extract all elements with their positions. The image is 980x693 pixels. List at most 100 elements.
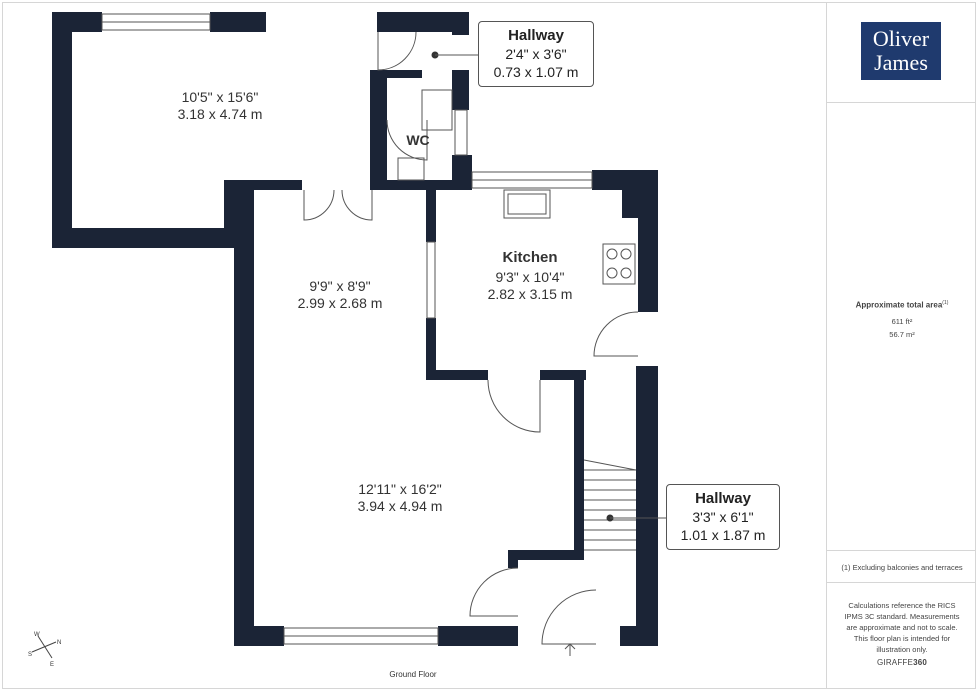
wall	[508, 550, 518, 568]
wall	[452, 12, 469, 35]
door-swing	[487, 379, 541, 433]
room-dim-imperial: 12'11" x 16'2"	[358, 481, 442, 497]
room-dim-metric: 2.99 x 2.68 m	[297, 295, 383, 311]
window	[426, 241, 436, 319]
compass-s: S	[28, 652, 32, 658]
excluding-note: (1) Excluding balconies and terraces	[841, 563, 963, 572]
door-swing	[541, 589, 597, 645]
callout-dim-imperial: 3'3" x 6'1"	[692, 509, 754, 525]
disclaimer: Calculations reference the RICS IPMS 3C …	[844, 601, 960, 654]
compass-w: W	[34, 632, 40, 638]
area-ft: 611 ft²	[891, 316, 913, 326]
door-swing	[593, 311, 639, 357]
sidebar: Oliver James Approximate total area(1) 6…	[826, 2, 976, 689]
wc-name: WC	[406, 132, 430, 148]
compass-n: N	[57, 640, 61, 646]
hob-ring	[606, 248, 618, 260]
wall	[426, 318, 436, 380]
room-dim-imperial: 9'9" x 8'9"	[309, 278, 371, 294]
compass: W N S E	[26, 628, 66, 668]
entry-arrow	[564, 643, 576, 656]
wall	[452, 70, 469, 110]
wall	[620, 626, 658, 646]
callout-leaders	[435, 54, 666, 519]
area-m: 56.7 m²	[889, 329, 915, 339]
divider	[827, 550, 976, 551]
floor-label: Ground Floor	[389, 670, 437, 679]
door-swing	[377, 31, 417, 71]
wall	[234, 626, 284, 646]
wall	[52, 12, 72, 248]
hob	[602, 243, 636, 285]
room-label-bottom: 12'11" x 16'2" 3.94 x 4.94 m	[320, 481, 480, 515]
brand-part1: GIRAFFE	[876, 658, 914, 667]
room-dim-imperial: 10'5" x 15'6"	[181, 89, 259, 105]
wc-basin	[421, 89, 453, 131]
area-footnote-marker: (1)	[942, 300, 949, 306]
kitchen-sink-bowl	[507, 193, 547, 215]
wall	[372, 180, 472, 190]
wall	[438, 626, 518, 646]
door-swing	[469, 567, 519, 617]
callout-title: Hallway	[508, 27, 564, 44]
compass-e: E	[50, 662, 54, 668]
callout-dim-metric: 0.73 x 1.07 m	[493, 64, 579, 80]
brand-logo: Oliver James	[861, 22, 941, 80]
wc-toilet	[397, 157, 425, 181]
wall	[452, 155, 472, 190]
room-label-middle: 9'9" x 8'9" 2.99 x 2.68 m	[260, 278, 420, 312]
doors	[303, 31, 639, 656]
brand-footer: GIRAFFE360	[835, 657, 969, 668]
window	[454, 109, 468, 156]
callout-hallway-right: Hallway 3'3" x 6'1" 1.01 x 1.87 m	[666, 484, 780, 550]
floor-plan	[52, 12, 666, 656]
wall	[540, 370, 586, 380]
wall	[508, 550, 584, 560]
callout-dim-metric: 1.01 x 1.87 m	[680, 527, 766, 543]
wall	[377, 70, 422, 78]
room-dim-imperial: 9'3" x 10'4"	[495, 269, 565, 285]
room-label-top-left: 10'5" x 15'6" 3.18 x 4.74 m	[140, 89, 300, 123]
wall	[210, 12, 266, 32]
room-dim-metric: 2.82 x 3.15 m	[487, 286, 573, 302]
wall	[574, 370, 584, 556]
wall	[508, 636, 518, 646]
wall	[234, 190, 254, 646]
room-label-kitchen: Kitchen 9'3" x 10'4" 2.82 x 3.15 m	[450, 249, 610, 303]
wc-label: WC	[396, 132, 440, 149]
wall	[426, 180, 436, 242]
area-block: Approximate total area(1) 611 ft² 56.7 m…	[835, 298, 969, 340]
room-dim-metric: 3.94 x 4.94 m	[357, 498, 443, 514]
room-name: Kitchen	[502, 249, 558, 266]
wall	[370, 70, 378, 190]
hob-ring	[606, 267, 618, 279]
wall	[638, 170, 658, 312]
hob-ring	[620, 267, 632, 279]
callout-title: Hallway	[695, 490, 751, 507]
wall	[224, 180, 302, 190]
wall	[636, 366, 658, 646]
wall	[377, 70, 387, 182]
stairs	[583, 459, 637, 551]
callout-dim-imperial: 2'4" x 3'6"	[505, 46, 567, 62]
wall	[426, 370, 488, 380]
room-dim-metric: 3.18 x 4.74 m	[177, 106, 263, 122]
door-swing	[341, 189, 373, 221]
callout-hallway-top: Hallway 2'4" x 3'6" 0.73 x 1.07 m	[478, 21, 594, 87]
divider	[827, 102, 976, 103]
area-title: Approximate total area(1)	[835, 298, 969, 311]
brand-part2: 360	[913, 658, 928, 667]
hob-ring	[620, 248, 632, 260]
walls	[52, 12, 658, 646]
wall	[377, 12, 469, 32]
windows	[101, 13, 593, 645]
wall	[52, 228, 242, 248]
compass-icon: W N S E	[28, 632, 61, 668]
logo-line2: James	[874, 50, 928, 75]
divider	[827, 582, 976, 583]
logo-line1: Oliver	[872, 26, 930, 51]
area-title-text: Approximate total area	[855, 300, 943, 310]
door-swing	[303, 189, 335, 221]
kitchen-sink	[503, 189, 551, 219]
